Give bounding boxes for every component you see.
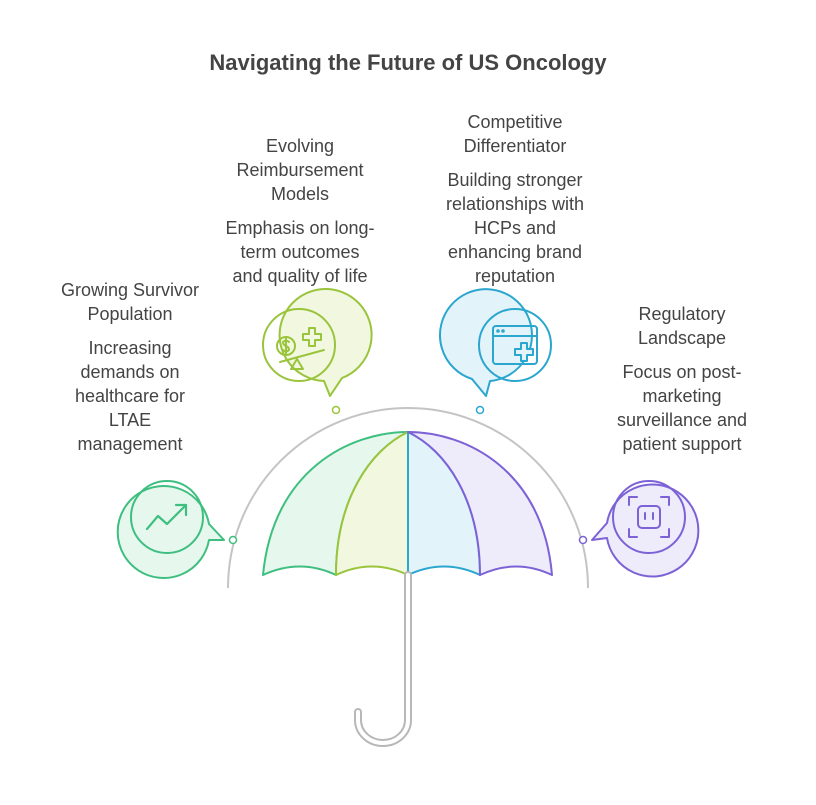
canopy-panel-purple bbox=[407, 431, 553, 576]
canopy-panel-lime bbox=[335, 431, 409, 576]
item-competitive-differentiator: Competitive Differentiator Building stro… bbox=[420, 110, 610, 288]
item-heading: Competitive Differentiator bbox=[463, 112, 567, 156]
umbrella-canopy bbox=[262, 431, 553, 576]
item-regulatory-landscape: Regulatory Landscape Focus on post- mark… bbox=[592, 302, 772, 456]
item-evolving-reimbursement: Evolving Reimbursement Models Emphasis o… bbox=[200, 134, 400, 288]
umbrella-handle bbox=[354, 571, 412, 747]
connector-dot-purple bbox=[578, 535, 588, 545]
item-description: Building stronger relationships with HCP… bbox=[445, 170, 585, 286]
badge-competitive-differentiator bbox=[439, 288, 552, 397]
item-description: Emphasis on long- term outcomes and qual… bbox=[225, 218, 375, 286]
badge-growing-survivor bbox=[116, 480, 225, 579]
item-description: Focus on post- marketing surveillance an… bbox=[616, 362, 748, 454]
item-heading: Regulatory Landscape bbox=[637, 304, 727, 348]
badge-evolving-reimbursement bbox=[262, 288, 373, 397]
item-heading: Evolving Reimbursement Models bbox=[236, 136, 364, 204]
connector-dot-green bbox=[228, 535, 238, 545]
focus-device-icon bbox=[628, 496, 670, 538]
item-heading: Growing Survivor Population bbox=[60, 280, 200, 324]
trend-up-arrow-icon bbox=[145, 503, 188, 531]
page-title: Navigating the Future of US Oncology bbox=[209, 50, 607, 75]
dollar-health-balance-icon bbox=[276, 327, 325, 370]
item-growing-survivor: Growing Survivor Population Increasing d… bbox=[40, 278, 220, 456]
outer-arc bbox=[227, 407, 589, 589]
connector-dot-lime bbox=[331, 405, 341, 415]
browser-health-icon bbox=[492, 325, 538, 365]
connector-dot-blue bbox=[475, 405, 485, 415]
badge-regulatory-landscape bbox=[591, 480, 700, 578]
item-description: Increasing demands on healthcare for LTA… bbox=[74, 338, 186, 454]
umbrella-handle-inner bbox=[356, 573, 410, 745]
